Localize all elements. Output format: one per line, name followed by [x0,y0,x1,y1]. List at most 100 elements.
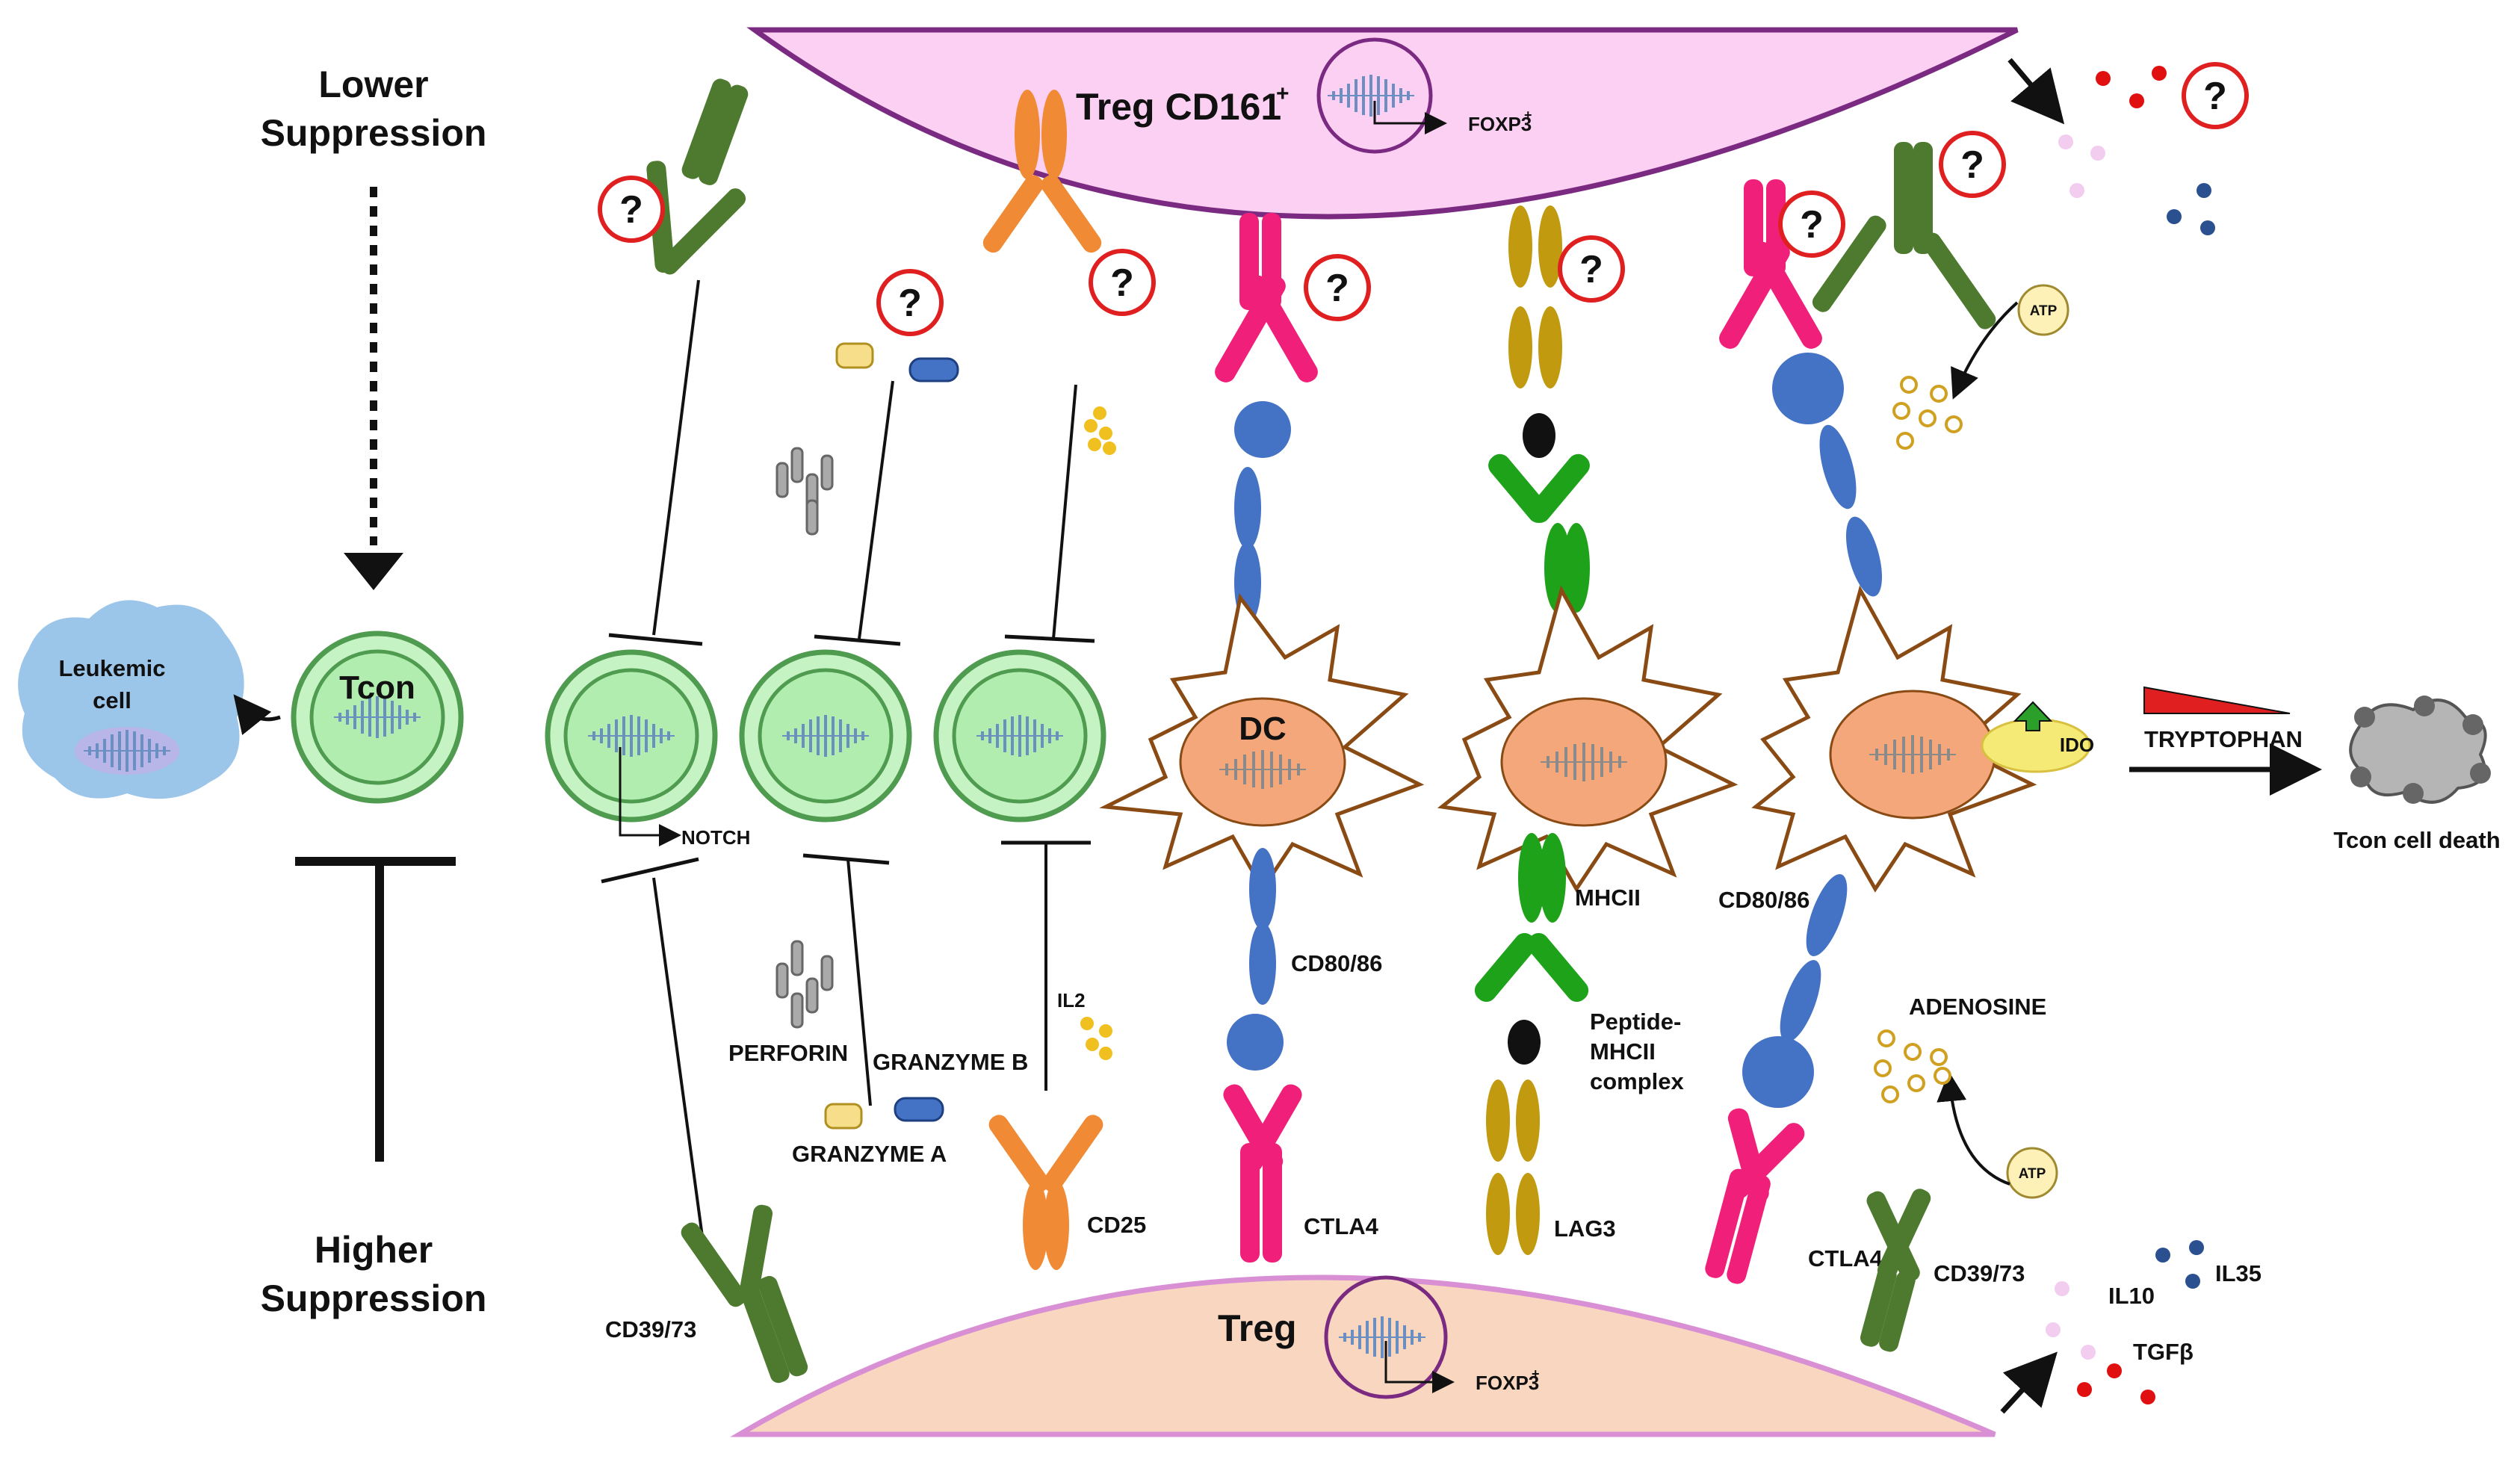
foxp3-bottom-sup: + [1532,1366,1540,1381]
inhibition-line-bottom-2 [846,858,872,1106]
ctla4-right-label: CTLA4 [1808,1245,1883,1271]
cd80-86-mid-label: CD80/86 [1291,950,1382,976]
atp-bottom-arrow-icon [1937,1071,2010,1186]
il2-dots-top [1084,406,1116,455]
dc-cell-2 [1437,585,1739,893]
tcon-cell-granzyme [742,652,909,820]
il10-label: IL10 [2108,1283,2155,1309]
cd39-73-top-right-receptor [1812,142,1996,329]
treg-cd161-label: Treg CD161 [1076,86,1281,128]
mhcii-label: MHCII [1575,885,1641,911]
svg-text:?: ? [1579,248,1603,291]
ctla4-bottom-right-receptor [1705,1108,1805,1284]
cytokine-dots-top [2058,66,2215,235]
leukemic-label: Leukemic [58,655,165,681]
mhcii-top-chain [1488,453,1590,613]
higher-suppression-label: Higher [315,1229,433,1271]
granzyme-a-label: GRANZYME A [792,1141,947,1167]
svg-text:?: ? [898,282,922,325]
inhibition-bar-top-2 [814,634,901,646]
dc-label: DC [1239,710,1287,747]
il2-label: IL2 [1057,989,1086,1012]
question-mark-icon: ? [1089,249,1156,316]
il2-dots-bottom [1080,1017,1112,1060]
inhibition-bar-bottom-1 [601,857,699,884]
atp-bottom-circle [2006,1147,2058,1199]
up-arrow-icon [2013,701,2053,731]
transcription-arrow-icon [1373,101,1447,134]
kill-arrow-icon [233,694,281,736]
adenosine-dots-top [1892,376,1963,450]
mhcii-bottom-chain [1474,833,1589,1003]
granzyme-a-top [835,342,874,369]
svg-text:?: ? [2203,75,2227,118]
adenosine-label: ADENOSINE [1909,994,2046,1020]
ctla4-mid-label: CTLA4 [1304,1213,1379,1239]
lag3-top-receptor [1508,205,1562,388]
question-mark-icon: ? [1558,235,1625,303]
question-mark-icon: ? [2182,62,2249,129]
higher-suppression-label: Suppression [261,1277,487,1319]
inhibition-line-bottom-1 [652,877,704,1237]
tcon-cell-il2 [936,652,1103,820]
notch-label: NOTCH [681,826,750,849]
lag3-bottom-receptor [1486,1080,1540,1255]
peptide-bottom [1508,1020,1541,1065]
peptide-top [1523,413,1555,458]
question-mark-icon: ? [1304,254,1371,321]
ctla4-bottom-receptor [1223,1084,1302,1263]
svg-text:?: ? [619,188,643,232]
tcon-cell-notch [548,652,715,820]
cd80-86-top-right-chain [1772,353,1882,597]
cd80-86-right-label: CD80/86 [1718,887,1809,913]
inhibition-line-top-2 [858,380,894,639]
perforin-rods-top [775,447,834,536]
perforin-label: PERFORIN [728,1040,848,1066]
secretion-arrow-top [2007,58,2065,125]
ido-label: IDO [2060,734,2094,756]
question-mark-icon: ? [598,176,665,243]
atp-top-label: ATP [2030,303,2058,319]
peptide-label: Peptide- [1590,1009,1681,1035]
dead-tcon-cell [2349,696,2491,804]
granzyme-b-bottom [894,1097,944,1122]
cytokine-dots-bottom [2046,1240,2204,1404]
atp-top-circle [2017,284,2069,336]
granzyme-b-top [908,357,959,382]
svg-text:?: ? [1960,143,1984,187]
svg-text:?: ? [1800,203,1824,247]
adenosine-dots-bottom [1874,1029,1951,1103]
cd39-73-right-label: CD39/73 [1934,1260,2025,1286]
tcon-death-label: Tcon cell death [2333,827,2500,853]
tgfb-label: TGFβ [2133,1339,2194,1365]
secretion-arrow-bottom [2000,1351,2058,1414]
ctla4-top-right-receptor [1719,179,1822,349]
peptide-label: complex [1590,1068,1685,1094]
cd25-bottom-receptor [988,1115,1103,1270]
cd39-73-bottom-right-receptor [1860,1189,1931,1352]
foxp3-bottom-label: FOXP3 [1476,1372,1539,1394]
inhibition-line-top-3 [1052,384,1077,639]
tcon-cell-main [294,634,461,801]
cd80-86-bottom-right-chain [1742,874,1848,1108]
foxp3-top-sup: + [1524,108,1532,123]
lower-suppression-label: Lower [318,64,428,105]
treg-cd161-sup: + [1276,81,1290,106]
inhibition-bar-top-3 [1004,634,1095,643]
atp-bottom-label: ATP [2019,1166,2046,1182]
dotted-arrow-head-icon [344,553,403,590]
cd39-73-bottom-left-receptor [681,1204,808,1384]
granzyme-a-bottom [824,1103,863,1130]
leukemic-label: cell [93,687,131,713]
lag3-label: LAG3 [1554,1215,1616,1242]
svg-text:?: ? [1325,267,1349,310]
ctla4-top-receptor [1215,213,1318,382]
perforin-rods-bottom [775,940,834,1029]
lower-suppression-label: Suppression [261,112,487,154]
cd80-86-bottom-chain [1227,848,1284,1071]
tcon-label: Tcon [339,669,415,706]
inhibition-bar-bottom-2 [802,853,890,865]
cd25-label: CD25 [1087,1212,1146,1238]
peptide-label: MHCII [1590,1038,1656,1065]
notch-arrow-icon [619,747,681,846]
